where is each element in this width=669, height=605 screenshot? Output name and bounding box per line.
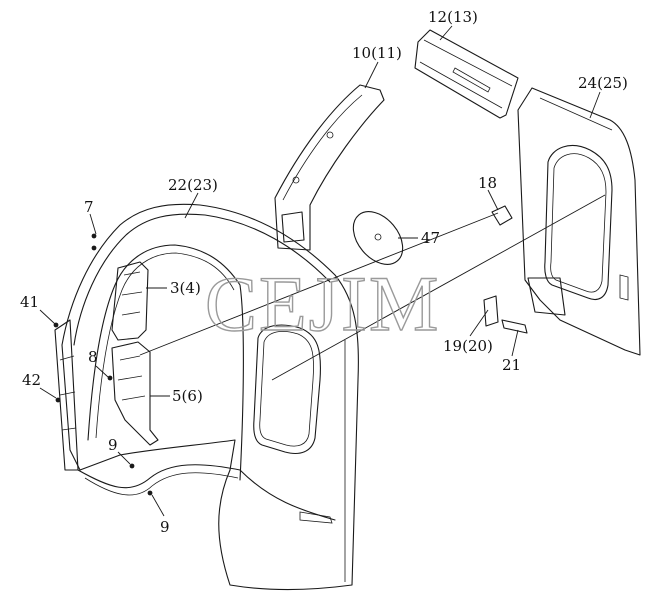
rear-panel-part <box>517 87 641 356</box>
cab-side-panel <box>54 203 359 591</box>
callout-22-23: 22(23) <box>168 176 218 194</box>
part-21-bracket <box>501 319 528 334</box>
callout-8: 8 <box>88 348 98 366</box>
callout-3-4: 3(4) <box>170 279 201 297</box>
callout-18: 18 <box>478 174 497 192</box>
part-19-20-latch <box>483 295 499 327</box>
callout-19-20: 19(20) <box>443 337 493 355</box>
roof-panel-part <box>414 29 519 119</box>
callout-41: 41 <box>20 293 39 311</box>
watermark-text: СЕЈІМ <box>205 260 440 347</box>
callout-9-upper: 9 <box>108 436 118 454</box>
leader-lines <box>39 25 601 517</box>
callout-24-25: 24(25) <box>578 74 628 92</box>
callout-21: 21 <box>502 356 521 374</box>
assembly-lines <box>139 194 606 381</box>
callout-7: 7 <box>84 198 94 216</box>
callout-labels: 12(13) 10(11) 24(25) 22(23) 18 7 47 3(4)… <box>20 8 628 536</box>
pillar-bracket-5-6 <box>111 341 159 446</box>
callout-12-13: 12(13) <box>428 8 478 26</box>
callout-9-lower: 9 <box>160 518 170 536</box>
roof-pillar-part <box>274 84 385 251</box>
callout-5-6: 5(6) <box>172 387 203 405</box>
callout-47: 47 <box>421 229 440 247</box>
part-18-clip <box>491 205 513 226</box>
part-47-disc <box>352 211 404 265</box>
callout-10-11: 10(11) <box>352 44 402 62</box>
pillar-bracket-3-4 <box>111 261 149 341</box>
callout-42: 42 <box>22 371 41 389</box>
fastener-points <box>53 233 153 496</box>
